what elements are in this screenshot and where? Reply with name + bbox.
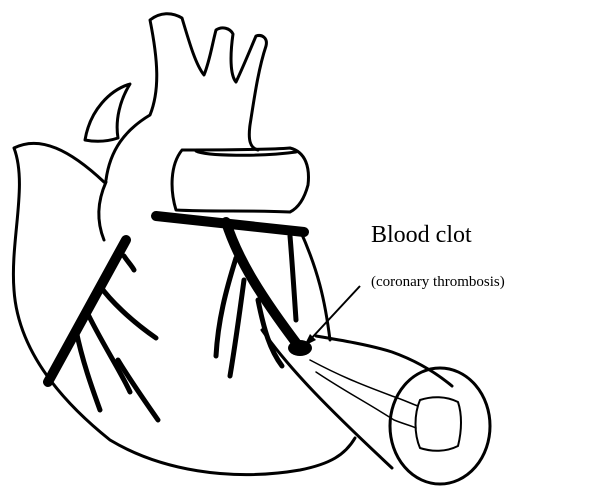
artery-tube-lower [262, 330, 392, 468]
lca-branch-2 [86, 310, 130, 392]
lca-branch-4 [118, 360, 158, 420]
coronary-thrombosis-label: (coronary thrombosis) [371, 274, 505, 291]
lad-branch-2 [230, 280, 244, 376]
left-atrium-lobe [85, 84, 130, 141]
clot-pointer-line [308, 286, 360, 342]
heart-inner-edge [99, 182, 106, 240]
heart-left-outline [13, 143, 355, 474]
artery-lumen [416, 397, 462, 451]
lca-branch-3 [76, 330, 100, 410]
pulmonary-artery [172, 148, 308, 212]
lad-branch-4 [290, 236, 296, 320]
artery-cross-section [390, 368, 490, 484]
lca-branch-1 [100, 286, 156, 338]
artery-inner-line-1 [310, 360, 418, 406]
pulmonary-artery-inner [196, 151, 296, 155]
artery-tube-upper [316, 336, 452, 386]
lad-branch-5 [124, 256, 134, 270]
blood-clot-label: Blood clot [371, 222, 472, 249]
